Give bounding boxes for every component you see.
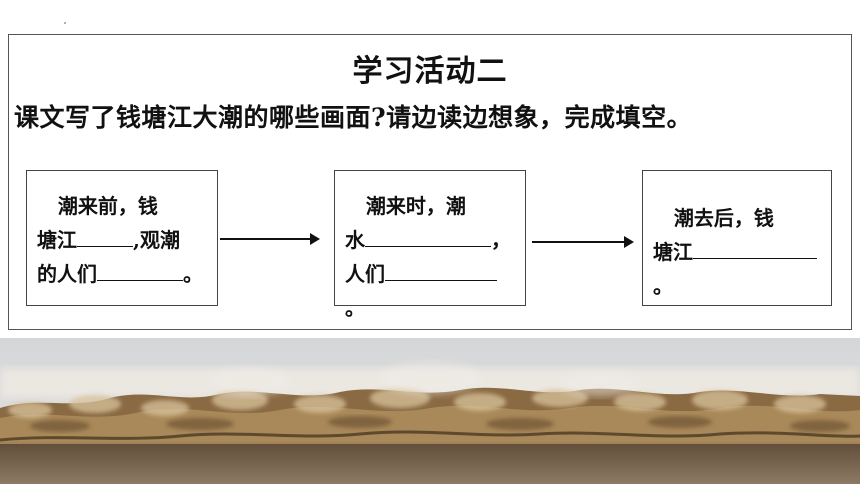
box-text: 。	[345, 296, 365, 320]
box-text: 的人们	[37, 262, 97, 286]
box-text: 潮来前，钱	[57, 194, 158, 218]
box-text: ，	[491, 228, 511, 252]
fill-box-before-tide: 潮来前，钱 塘江 ,观潮 的人们 。	[26, 170, 218, 306]
box-text: 。	[183, 262, 203, 286]
box-line: 潮去后，钱	[653, 201, 821, 235]
box-text: ,观潮	[133, 228, 180, 252]
arrow-right-icon	[532, 236, 634, 248]
fill-box-after-tide: 潮去后，钱 塘江。	[642, 170, 832, 306]
box-line: 人们。	[345, 257, 515, 325]
box-text: 潮去后，钱	[673, 206, 774, 230]
fill-blank[interactable]	[97, 258, 183, 281]
box-line: 塘江 ,观潮	[37, 223, 207, 257]
tidal-bore-image	[0, 338, 860, 484]
box-line: 的人们 。	[37, 257, 207, 291]
box-text: 人们	[345, 262, 385, 286]
stray-dot	[64, 22, 66, 24]
box-line: 水，	[345, 223, 515, 257]
fill-box-during-tide: 潮来时，潮 水， 人们。	[334, 170, 526, 320]
activity-title: 学习活动二	[352, 54, 508, 89]
tidal-bore-photo	[0, 338, 860, 484]
fill-blank[interactable]	[693, 236, 817, 259]
box-text: 水	[345, 228, 365, 252]
box-line: 塘江。	[653, 235, 821, 303]
box-text: 塘江	[653, 240, 693, 264]
fill-blank[interactable]	[385, 258, 497, 281]
box-text: 。	[653, 274, 673, 298]
box-text: 塘江	[37, 228, 77, 252]
arrow-right-icon	[220, 233, 320, 245]
box-text: 潮来时，潮	[365, 194, 466, 218]
box-line: 潮来前，钱	[37, 189, 207, 223]
fill-blank[interactable]	[365, 224, 491, 247]
question-text: 课文写了钱塘江大潮的哪些画面?请边读边想象，完成填空。	[14, 103, 693, 132]
fill-blank[interactable]	[77, 224, 133, 247]
box-line: 潮来时，潮	[345, 189, 515, 223]
